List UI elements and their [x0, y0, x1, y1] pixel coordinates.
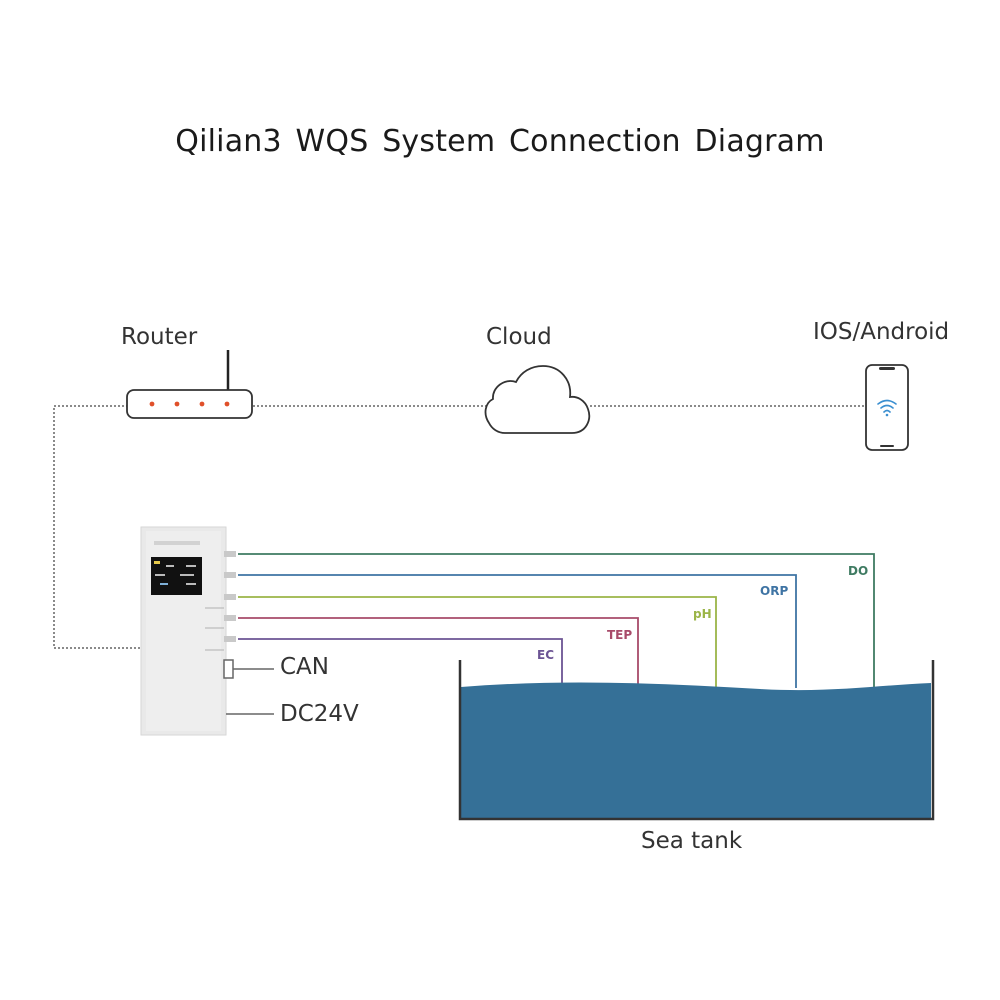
probe-label-orp: ORP: [760, 584, 789, 598]
smartphone-icon: [865, 364, 909, 451]
do-wire: [238, 553, 875, 688]
probe-wires: [238, 553, 875, 688]
router-led: [149, 401, 155, 407]
network-link: [53, 405, 866, 649]
dc-label: DC24V: [280, 701, 359, 727]
tep-wire: [238, 617, 639, 688]
controller-device: [140, 526, 236, 736]
ph-wire: [238, 596, 717, 688]
orp-wire: [238, 574, 797, 688]
router-icon: [126, 350, 253, 419]
sea-tank: [458, 660, 935, 821]
router-led: [199, 401, 205, 407]
phone-label: IOS/Android: [813, 319, 950, 345]
probe-label-tep: TEP: [607, 628, 633, 642]
router-led: [174, 401, 180, 407]
can-label: CAN: [280, 654, 329, 680]
probe-label-do: DO: [848, 564, 869, 578]
cloud-label: Cloud: [486, 324, 552, 350]
router-led: [224, 401, 230, 407]
probe-label-ph: pH: [693, 607, 712, 621]
probe-label-ec: EC: [537, 648, 555, 662]
wifi-icon: [877, 399, 897, 413]
cloud-icon: [484, 365, 591, 434]
water: [461, 682, 931, 818]
can-port: [223, 659, 274, 679]
tank-label: Sea tank: [641, 828, 743, 854]
diagram-title: Qilian3 WQS System Connection Diagram: [175, 124, 825, 159]
router-label: Router: [121, 324, 198, 350]
ec-wire: [238, 638, 563, 688]
